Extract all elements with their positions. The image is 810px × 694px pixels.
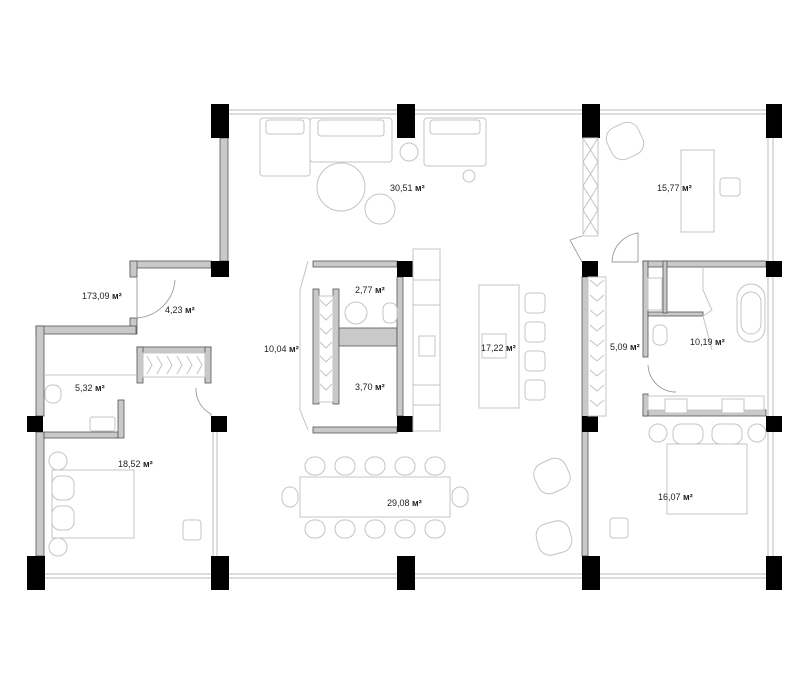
room-area-storage: 3,70 м² bbox=[355, 382, 385, 392]
room-area-hall: 4,23 м² bbox=[165, 305, 195, 315]
room-area-wc: 2,77 м² bbox=[355, 285, 385, 295]
doors bbox=[136, 232, 677, 416]
room-area-bedroom-left: 18,52 м² bbox=[118, 459, 153, 469]
room-area-bathroom-left: 5,32 м² bbox=[75, 383, 105, 393]
room-area-study: 15,77 м² bbox=[657, 183, 692, 193]
structural-columns bbox=[27, 104, 782, 590]
room-area-corridor: 10,04 м² bbox=[264, 344, 299, 354]
furniture bbox=[44, 117, 767, 557]
room-area-living-room: 30,51 м² bbox=[390, 183, 425, 193]
room-area-kitchen: 17,22 м² bbox=[481, 343, 516, 353]
room-area-dining: 29,08 м² bbox=[387, 498, 422, 508]
total-area-label: 173,09 м² bbox=[82, 291, 122, 301]
room-area-master-bathroom: 10,19 м² bbox=[690, 337, 725, 347]
room-area-wardrobe-corridor: 5,09 м² bbox=[610, 342, 640, 352]
room-area-master-bedroom: 16,07 м² bbox=[658, 492, 693, 502]
area-labels: 173,09 м² 4,23 м² 5,32 м² 18,52 м² 30,51… bbox=[75, 183, 725, 508]
